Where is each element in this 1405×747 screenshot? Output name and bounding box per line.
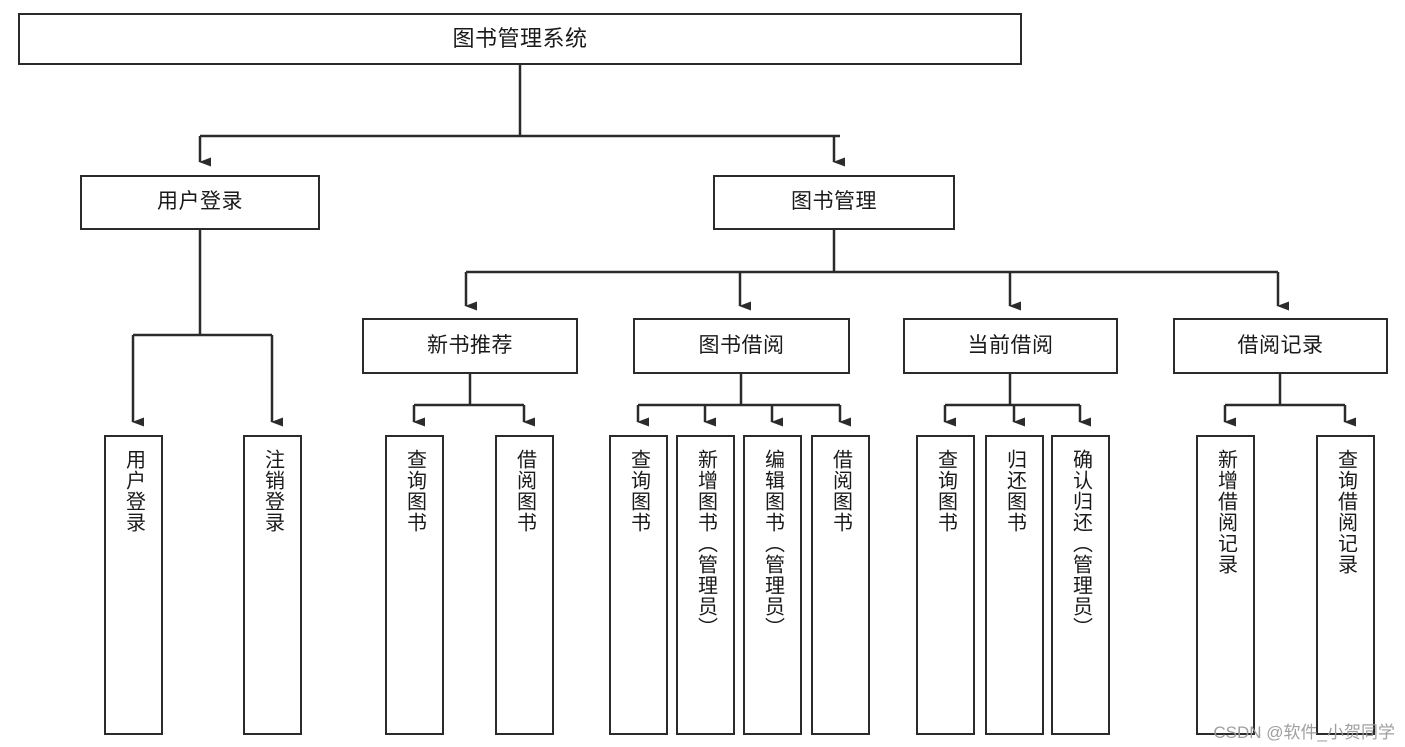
leaf-book-borrow-edit-label: 编辑图书（管理员） [761,449,784,638]
node-borrow-record-label: 借阅记录 [1237,333,1324,357]
node-borrow-record[interactable]: 借阅记录 [1173,318,1388,374]
node-user-login[interactable]: 用户登录 [80,175,320,230]
node-new-book-recommend[interactable]: 新书推荐 [362,318,578,374]
leaf-book-borrow-query-label: 查询图书 [627,449,650,533]
leaf-new-book-query[interactable]: 查询图书 [385,435,444,735]
leaf-current-borrow-confirm[interactable]: 确认归还（管理员） [1051,435,1110,735]
node-user-login-label: 用户登录 [157,190,243,214]
leaf-user-login-login-label: 用户登录 [122,449,145,533]
leaf-book-borrow-add-label: 新增图书（管理员） [694,449,717,638]
leaf-current-borrow-query[interactable]: 查询图书 [916,435,975,735]
leaf-book-borrow-borrow-label: 借阅图书 [829,449,852,533]
leaf-book-borrow-query[interactable]: 查询图书 [609,435,668,735]
node-book-management[interactable]: 图书管理 [713,175,955,230]
leaf-new-book-borrow[interactable]: 借阅图书 [495,435,554,735]
leaf-borrow-record-add[interactable]: 新增借阅记录 [1196,435,1255,735]
leaf-current-borrow-query-label: 查询图书 [934,449,957,533]
node-book-borrow[interactable]: 图书借阅 [633,318,850,374]
node-book-management-label: 图书管理 [791,190,877,214]
node-new-book-recommend-label: 新书推荐 [427,333,513,357]
leaf-borrow-record-add-label: 新增借阅记录 [1214,449,1237,575]
leaf-book-borrow-borrow[interactable]: 借阅图书 [811,435,870,735]
leaf-borrow-record-query-label: 查询借阅记录 [1334,449,1357,575]
leaf-new-book-borrow-label: 借阅图书 [513,449,536,533]
leaf-book-borrow-edit[interactable]: 编辑图书（管理员） [743,435,802,735]
leaf-current-borrow-return-label: 归还图书 [1003,449,1026,533]
leaf-current-borrow-return[interactable]: 归还图书 [985,435,1044,735]
leaf-borrow-record-query[interactable]: 查询借阅记录 [1316,435,1375,735]
leaf-user-login-logout-label: 注销登录 [261,449,284,533]
leaf-book-borrow-add[interactable]: 新增图书（管理员） [676,435,735,735]
node-root-label: 图书管理系统 [452,26,588,52]
watermark-text: CSDN @软件_小贺同学 [1213,723,1395,742]
leaf-current-borrow-confirm-label: 确认归还（管理员） [1069,449,1092,638]
leaf-new-book-query-label: 查询图书 [403,449,426,533]
leaf-user-login-logout[interactable]: 注销登录 [243,435,302,735]
node-root[interactable]: 图书管理系统 [18,13,1022,65]
node-current-borrow[interactable]: 当前借阅 [903,318,1118,374]
leaf-user-login-login[interactable]: 用户登录 [104,435,163,735]
node-book-borrow-label: 图书借阅 [698,333,785,357]
node-current-borrow-label: 当前借阅 [967,333,1054,357]
